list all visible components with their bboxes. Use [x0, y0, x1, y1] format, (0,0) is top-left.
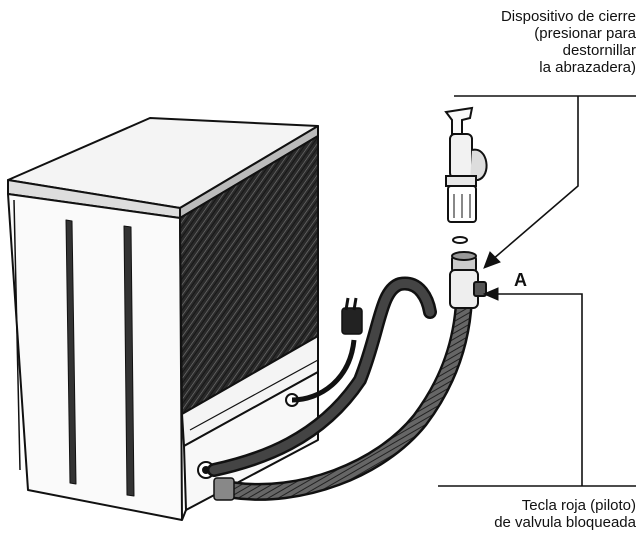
callout-top-line-2: (presionar para: [534, 25, 636, 42]
leader-arrowhead-top: [483, 251, 501, 269]
callout-marker-a: A: [514, 270, 527, 290]
power-cable: [291, 297, 363, 403]
drain-hose: [207, 276, 437, 477]
hose-connector: [213, 477, 235, 501]
panel-stripe-left: [65, 219, 77, 485]
callout-top-line-4: la abrazadera): [539, 59, 636, 76]
leader-arrowhead-a: [482, 287, 499, 301]
water-tap: [444, 106, 488, 223]
callout-bottom-line-1: Tecla roja (piloto): [521, 497, 636, 514]
callout-top-line-1: Dispositivo de cierre: [500, 8, 636, 25]
callout-top-line-3: destornillar: [562, 42, 636, 59]
dishwasher-front-panel: [7, 193, 183, 521]
power-plug: [341, 307, 363, 335]
red-pilot-button: [473, 281, 487, 297]
inlet-hose: [213, 291, 473, 501]
seal-washer: [452, 236, 468, 244]
callout-closing-device: Dispositivo de cierre (presionar para de…: [501, 8, 636, 76]
callout-red-pilot-key: Tecla roja (piloto) de valvula bloqueada: [494, 497, 636, 531]
callout-bottom-line-2: de valvula bloqueada: [494, 514, 636, 531]
dishwasher: [7, 117, 319, 521]
panel-stripe-right: [123, 225, 135, 497]
callout-leaders: [438, 95, 636, 487]
safety-valve: [449, 251, 487, 309]
